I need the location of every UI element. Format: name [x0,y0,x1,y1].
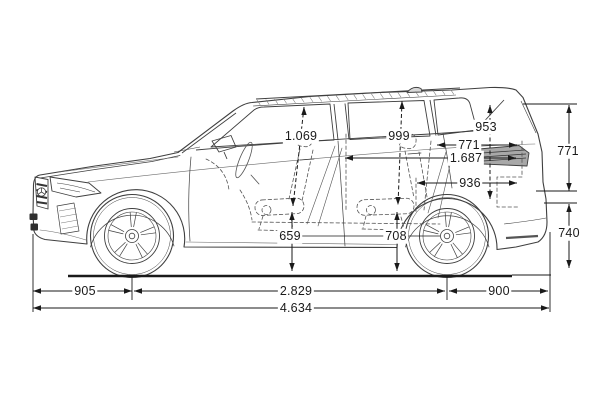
dim-rear-opening-height-label: 953 [473,119,499,135]
beltline [195,130,475,151]
footwell-dashed [239,189,253,221]
dim-rear-door-opening-label: 771 [456,137,482,153]
roof-hatch-shading [256,89,455,105]
cowl-line [173,146,201,153]
rear-cushion [356,197,415,216]
body-silhouette [32,86,548,251]
rear-lower-trim [505,234,539,240]
brand-star-spokes [37,188,46,195]
arrowheads [33,101,572,311]
front-cushion [254,197,305,216]
fender-crease [59,156,179,173]
dim-rear-upper-height-label: 771 [555,143,581,159]
hood-inner-line [39,155,181,179]
door-seam-mid [337,140,346,247]
front-door-glass [210,103,335,148]
cargo-step-dashed [496,140,523,208]
front-bumper-crease [39,229,87,241]
rear-bumper-crease [503,217,547,225]
door-seam-front [188,156,192,242]
dim-cargo-height-label: 936 [457,175,483,191]
b-pillar [333,103,350,141]
sill-crease [185,241,397,245]
dim-rear-seat-height-label: 708 [383,228,409,244]
air-intake [56,202,80,235]
wheel-arch-inner-rear [405,215,490,248]
dimline-999 [397,100,403,206]
dim-front-seat-height-label: 659 [277,228,303,244]
roof-inner-line [252,94,457,107]
wheel-arch-inner-front [90,214,175,248]
rear-seat-adjuster [366,205,376,215]
floor-dashed [251,221,441,225]
extension-lines [32,103,577,312]
character-line [87,143,536,183]
front-seatback [288,148,314,202]
quarter-glass [433,97,478,136]
dim-front-overhang-label: 905 [72,283,98,299]
rear-seatback-reference-dashed [423,140,432,211]
wheel-front [89,193,175,279]
dimline-1069 [292,106,305,207]
grille [34,176,49,210]
front-seat-adjuster [261,205,272,215]
dim-overall-length-label: 4.634 [277,300,315,316]
mirror [211,135,237,160]
steering-wheel [235,141,253,179]
headlight [49,176,102,198]
dim-wheelbase-label: 2.829 [277,283,315,299]
dim-front-headroom-label: 1.069 [282,128,320,144]
door-handle-front [299,158,315,161]
dim-rear-headroom-label: 999 [386,128,412,144]
car-body-outline [32,86,548,251]
dim-loading-sill-height-label: 740 [556,225,582,241]
roof-rail [255,87,461,100]
antenna-fin [406,86,423,93]
windshield-inner [181,112,237,154]
headlight-inner [56,182,96,193]
intake-mesh [58,207,79,230]
c-pillar [429,99,437,136]
dashboard-dashed [205,158,230,191]
dim-interior-length-label: 1.687 [447,150,485,166]
steering-column [250,174,260,185]
car-rear-details [478,145,547,240]
tailgate-shutline [520,100,537,134]
front-sensor-upper [29,213,38,220]
dim-rear-overhang-label: 900 [486,283,512,299]
ground-line [68,274,551,278]
belt-slant-front [306,145,343,227]
car-interior-dashed [205,130,523,232]
car-front-details [29,176,102,235]
front-sensor-lower [30,223,38,231]
